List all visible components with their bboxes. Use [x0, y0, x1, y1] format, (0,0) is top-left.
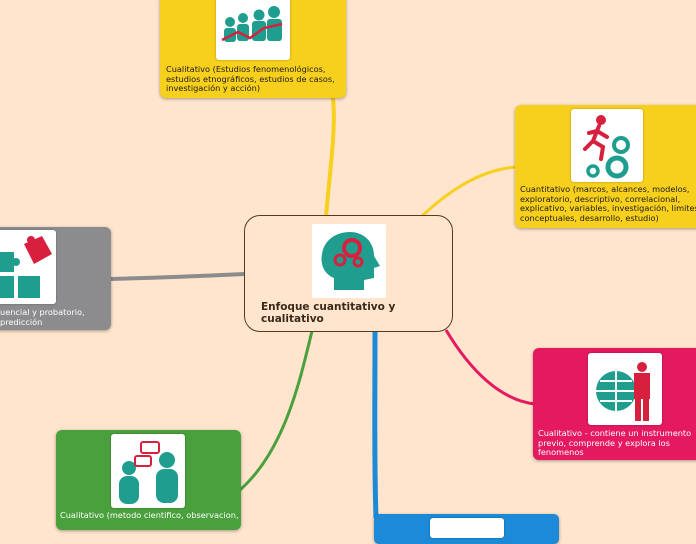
topic-text-top: Cualitativo (Estudios fenomenológicos, e…	[166, 64, 335, 94]
central-topic[interactable]: Enfoque cuantitativo y cualitativo	[244, 215, 453, 332]
topic-node-top[interactable]: Cualitativo (Estudios fenomenológicos, e…	[160, 0, 346, 98]
topic-node-right-top[interactable]: Cuantitativo (marcos, alcances, modelos,…	[515, 105, 696, 228]
connector-lines	[109, 97, 536, 519]
central-topic-title: Enfoque cuantitativo y cualitativo	[261, 301, 396, 325]
topic-text-bottom-left: Cualitativo (metodo cientifico, observac…	[60, 510, 239, 520]
topic-node-bottom-left[interactable]: Cualitativo (metodo cientifico, observac…	[56, 430, 241, 530]
topic-text-right-top: Cuantitativo (marcos, alcances, modelos,…	[520, 184, 696, 223]
runner-gears-icon	[571, 109, 643, 182]
puzzle-pieces-icon	[0, 230, 56, 304]
topic-node-left[interactable]: uencial y probatorio, predicción	[0, 227, 111, 330]
topic-node-right-bottom[interactable]: Cualitativo - contiene un instrumento pr…	[533, 348, 696, 460]
topic-text-right-bottom: Cualitativo - contiene un instrumento pr…	[538, 428, 692, 458]
head-gears-icon	[312, 224, 386, 298]
people-conversation-icon	[111, 434, 185, 508]
topic-text-left: uencial y probatorio, predicción	[0, 307, 85, 327]
topic-node-bottom[interactable]	[374, 514, 559, 544]
bottom-node-image	[430, 518, 504, 538]
globe-businessman-icon	[588, 353, 662, 425]
people-growth-chart-icon	[216, 0, 290, 60]
